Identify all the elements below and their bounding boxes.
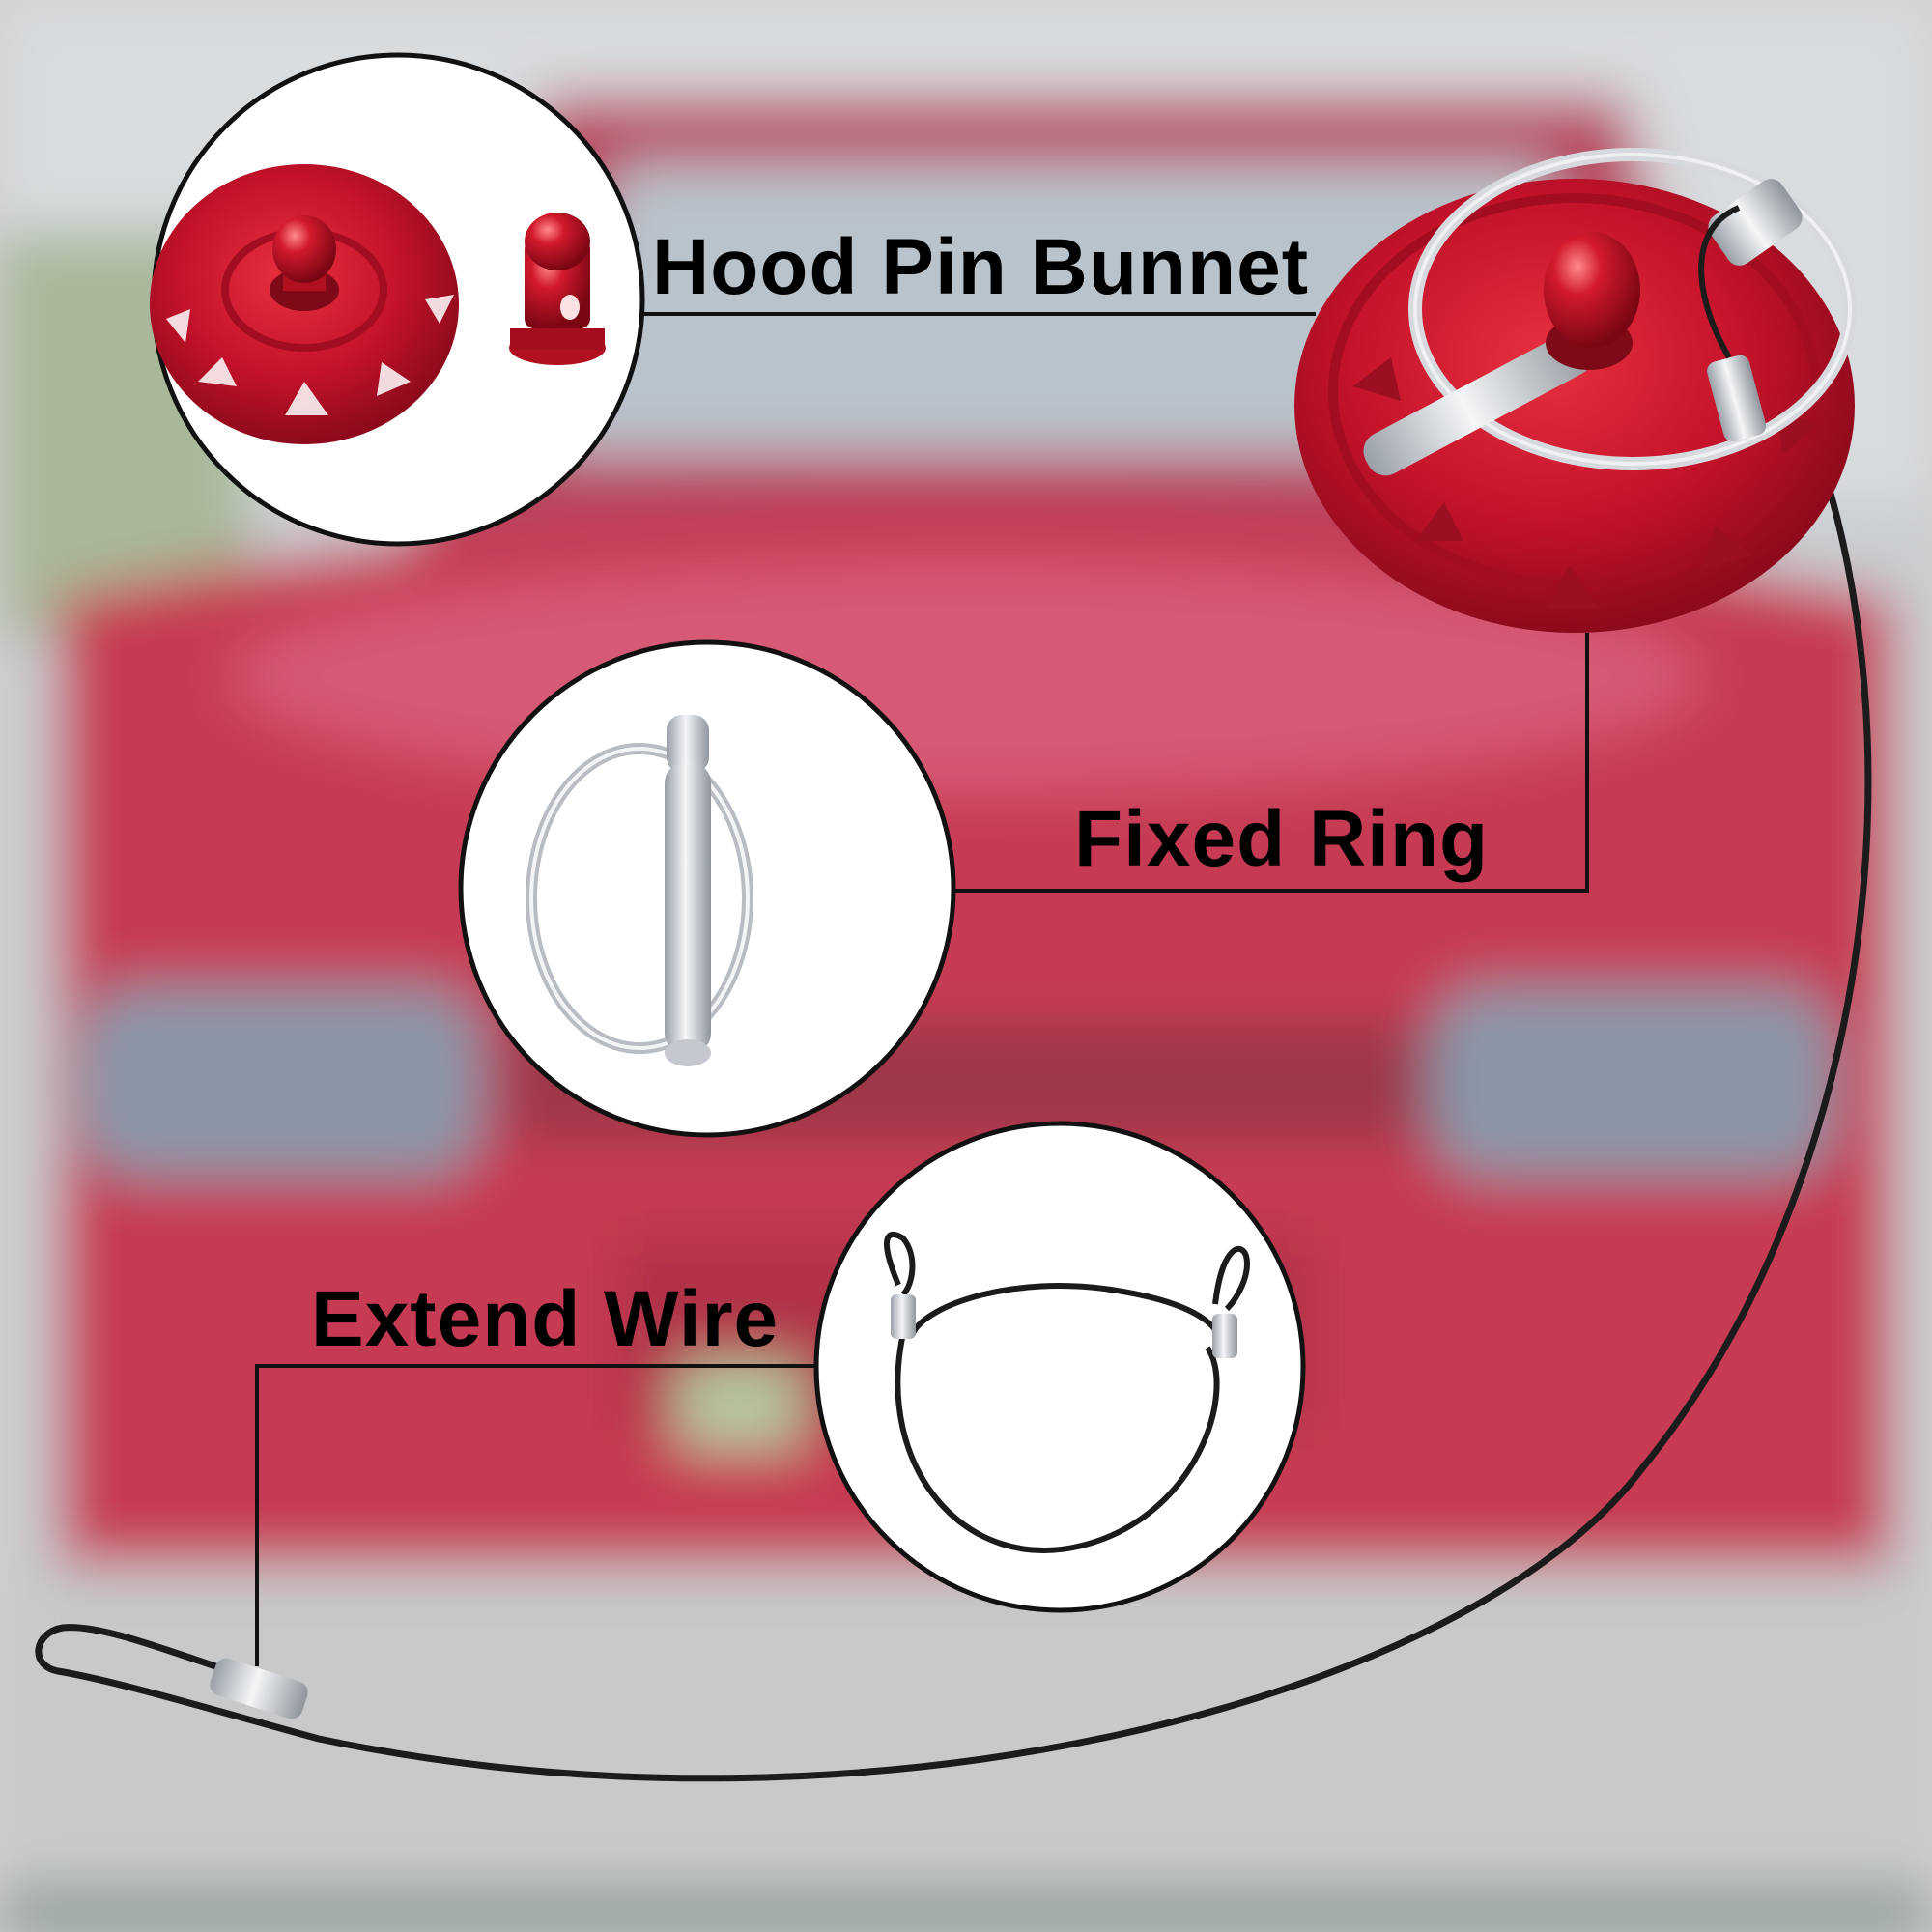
wire-crimp-sleeve bbox=[210, 1658, 308, 1719]
hood-pin-assembled bbox=[1294, 148, 1857, 633]
wire-sleeve-right bbox=[1212, 1314, 1237, 1358]
extend-wire-circle bbox=[813, 1121, 1306, 1613]
fixed-ring-circle bbox=[458, 639, 956, 1138]
hood-pin-plate-icon bbox=[150, 164, 459, 444]
label-fixed-ring: Fixed Ring bbox=[1074, 795, 1490, 883]
label-extend-wire: Extend Wire bbox=[311, 1275, 780, 1363]
wire-sleeve-left bbox=[891, 1294, 916, 1339]
lynch-pin-icon bbox=[526, 715, 753, 1066]
extend-wire-long bbox=[35, 383, 1872, 1782]
label-hood-pin-bunnet: Hood Pin Bunnet bbox=[652, 223, 1310, 311]
pin-cap-icon bbox=[509, 213, 606, 365]
hood-pin-bunnet-circle bbox=[150, 52, 645, 547]
callout-lines bbox=[255, 312, 1589, 1666]
